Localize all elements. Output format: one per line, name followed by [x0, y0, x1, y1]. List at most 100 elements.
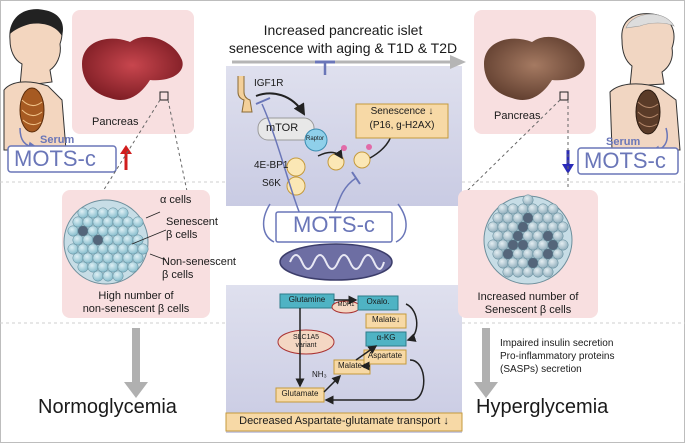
aspartate-glutamate-banner	[225, 412, 463, 432]
left-mots-label: MOTS-c	[14, 146, 96, 171]
s6k-label: S6K	[262, 178, 281, 189]
islet-cell	[542, 212, 554, 224]
islet-cell	[557, 239, 569, 251]
islet-cell	[107, 243, 119, 255]
akg-label: α-KG	[376, 333, 396, 342]
right-pancreas-label: Pancreas	[494, 110, 541, 122]
ebp1-label: 4E-BP1	[254, 160, 289, 171]
right-outcome-arrow	[474, 382, 498, 398]
islet-cell	[522, 248, 534, 260]
nonsenescent-label-2: β cells	[162, 269, 194, 281]
islet-cell	[107, 225, 119, 237]
senescent-label-2: β cells	[166, 229, 198, 241]
left-mots-box	[7, 145, 117, 173]
islet-cell	[102, 216, 114, 228]
islet-cell	[492, 230, 504, 242]
islet-cell	[507, 203, 519, 215]
islet-cell	[532, 266, 544, 278]
igf1r-receptor	[237, 76, 253, 113]
islet-cell	[132, 216, 144, 228]
mitochondrion-icon	[279, 243, 393, 281]
raptor-node	[304, 128, 328, 152]
senescent-cell	[507, 239, 519, 251]
senescence-box	[355, 103, 449, 139]
aspartate-label: Aspartate	[367, 351, 403, 360]
islet-cell	[77, 207, 89, 219]
right-caption-2: Senescent β cells	[484, 304, 572, 316]
islet-cell	[522, 230, 534, 242]
islet-cell	[137, 243, 149, 255]
left-outcome-arrow	[124, 382, 148, 398]
islet-cell	[522, 266, 534, 278]
aged-person-illustration	[609, 13, 681, 151]
islet-cell	[547, 203, 559, 215]
islet-cell	[122, 216, 134, 228]
right-pancreas-organ	[484, 36, 585, 100]
senescent-cell	[527, 257, 539, 269]
raptor-label: Raptor	[306, 136, 325, 142]
senescent-cell	[547, 239, 559, 251]
islet-cell	[537, 257, 549, 269]
islet-cell	[527, 203, 539, 215]
islet-cell	[112, 252, 124, 264]
mdh1-label: MDH1	[337, 302, 355, 308]
islet-cell	[102, 270, 114, 282]
central-mots-label: MOTS-c	[293, 212, 375, 237]
senescent-cell	[542, 248, 554, 260]
senescence-label-1: Senescence ↓	[370, 106, 434, 117]
glutamate-label: Glutamate	[281, 389, 319, 398]
islet-cell	[82, 216, 94, 228]
senescent-cell	[522, 212, 534, 224]
islet-cell	[122, 234, 134, 246]
islet-cell	[512, 266, 524, 278]
islet-cell	[502, 230, 514, 242]
islet-cell	[97, 225, 109, 237]
islet-cell	[547, 221, 559, 233]
senescent-cell	[92, 234, 104, 246]
islet-cell	[552, 248, 564, 260]
islet-cell	[87, 225, 99, 237]
left-pancreas-organ	[82, 36, 183, 100]
islet-cell	[92, 270, 104, 282]
islet-cell	[552, 212, 564, 224]
malate-top-label: Malate↓	[371, 315, 400, 324]
islet-cell	[517, 257, 529, 269]
senescent-cell	[512, 230, 524, 242]
aging-arrow-head	[450, 55, 466, 69]
left-serum-label: Serum	[40, 134, 75, 146]
islet-cell	[502, 212, 514, 224]
islet-cell	[127, 261, 139, 273]
islet-cell	[82, 252, 94, 264]
islet-cell	[112, 216, 124, 228]
islet-cell	[517, 203, 529, 215]
islet-cell	[92, 216, 104, 228]
islet-cell	[497, 257, 509, 269]
right-effect-2: Pro-inflammatory proteins	[500, 351, 615, 362]
islet-cell	[487, 239, 499, 251]
senescence-label-2: (P16, g-H2AX)	[369, 120, 435, 131]
islet-cell	[67, 225, 79, 237]
islet-cell	[527, 239, 539, 251]
islet-cell	[107, 207, 119, 219]
islet-cell	[87, 261, 99, 273]
islet-cell	[492, 212, 504, 224]
islet-cell	[527, 221, 539, 233]
islet-cell	[102, 252, 114, 264]
mtor-label: mTOR	[266, 122, 299, 134]
islet-cell	[97, 261, 109, 273]
right-serum-label: Serum	[606, 136, 641, 148]
islet-cell	[507, 257, 519, 269]
left-caption-1: High number of	[98, 290, 174, 302]
up-arrow-icon	[120, 145, 132, 154]
islet-cell	[547, 257, 559, 269]
islet-cell	[492, 248, 504, 260]
akg-box	[365, 331, 407, 347]
glutamine-box	[279, 293, 335, 309]
right-effect-1: Impaired insulin secretion	[500, 338, 614, 349]
ebp1-node	[286, 157, 306, 177]
islet-cell	[557, 221, 569, 233]
oxalo-label: Oxalo.	[366, 297, 390, 306]
islet-cell	[552, 230, 564, 242]
islet-cell	[487, 221, 499, 233]
